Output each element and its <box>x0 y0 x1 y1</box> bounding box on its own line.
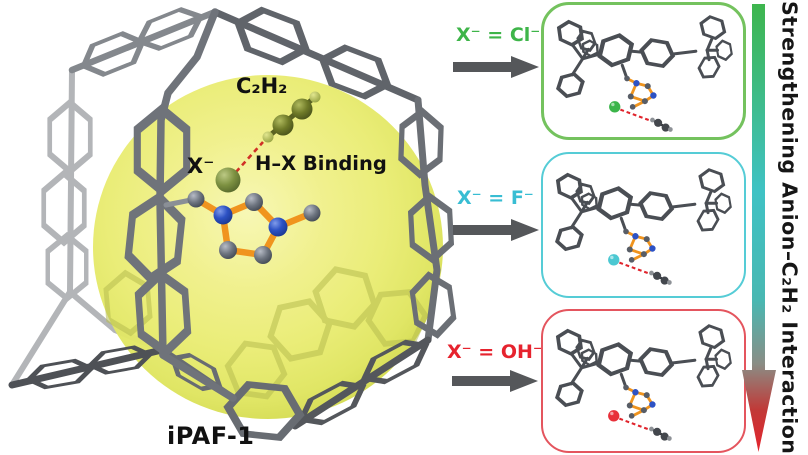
carbon-atom <box>254 246 272 264</box>
strengthening-interaction-caption: Strengthening Anion–C₂H₂ Interaction <box>777 0 802 455</box>
methyl-carbon-atom <box>303 204 321 222</box>
right-arrow-icon <box>452 370 538 392</box>
fluoride-binding-panel <box>541 152 746 298</box>
imidazolium-molecule <box>163 190 321 264</box>
anion-oh-label: X⁻ = OH⁻ <box>447 341 543 363</box>
right-arrow-icon <box>453 56 539 78</box>
h-x-bond-dashed-line <box>235 141 264 173</box>
carbon-atom <box>245 193 263 211</box>
nitrogen-atom <box>213 205 233 225</box>
chloride-binding-panel <box>541 2 746 140</box>
fluoride-complex-drawing <box>543 158 742 290</box>
anion-cl-label: X⁻ = Cl⁻ <box>456 24 541 46</box>
h-x-binding-label: H–X Binding <box>255 152 387 175</box>
cage-structure-drawing <box>8 0 460 455</box>
anion-f-label: X⁻ = F⁻ <box>457 187 534 209</box>
hydroxide-complex-drawing <box>543 314 742 446</box>
right-arrow-icon <box>453 219 539 241</box>
cage-name-label: iPAF-1 <box>167 422 255 450</box>
nitrogen-atom <box>268 217 288 237</box>
chloride-complex-drawing <box>544 5 743 137</box>
acetylene-h-atom <box>309 91 321 103</box>
acetylene-label: C₂H₂ <box>236 74 288 98</box>
anion-sphere <box>215 167 241 193</box>
anion-acetylene-pair <box>215 91 321 193</box>
acetylene-c-atom <box>272 114 294 136</box>
acetylene-c-atom <box>291 98 313 120</box>
acetylene-h-atom <box>262 131 274 143</box>
strength-gradient-arrow-icon <box>742 4 776 452</box>
cage-front-struts <box>8 3 456 439</box>
carbon-atom <box>187 190 205 208</box>
carbon-atom <box>219 241 237 259</box>
hydroxide-binding-panel <box>541 309 746 453</box>
anion-label: X⁻ <box>187 154 215 178</box>
